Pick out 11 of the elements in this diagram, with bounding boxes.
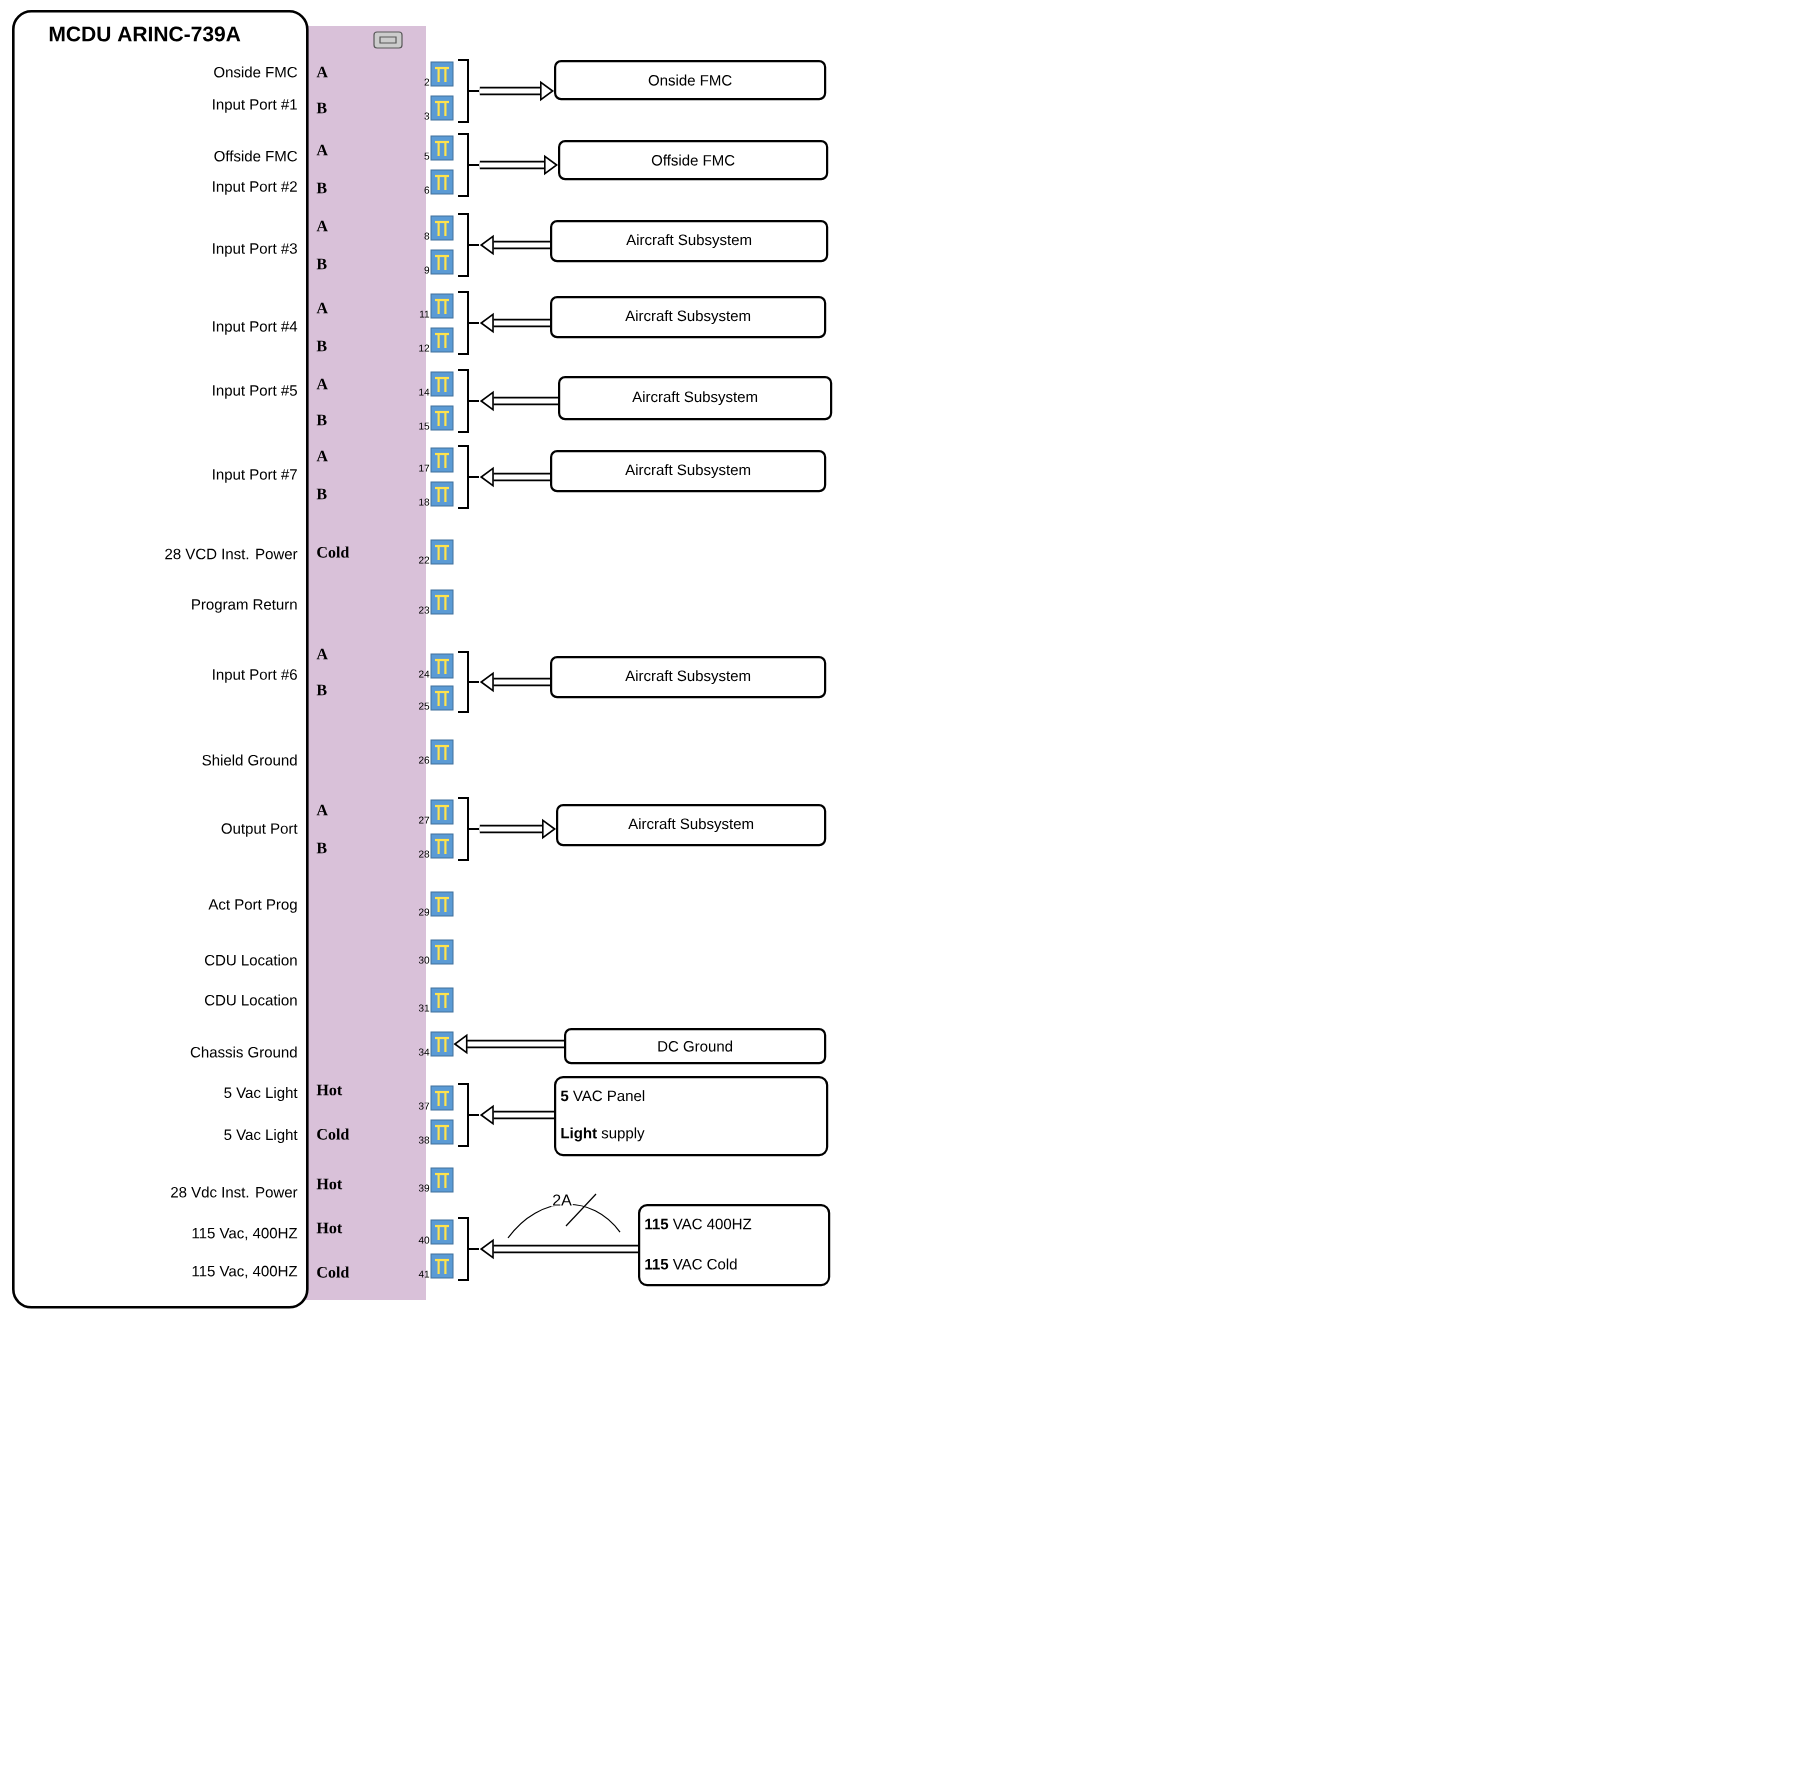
bracket bbox=[457, 133, 480, 197]
bracket bbox=[457, 369, 480, 433]
bracket bbox=[457, 445, 480, 509]
bracket bbox=[457, 1083, 480, 1147]
bracket bbox=[457, 651, 480, 713]
bracket bbox=[457, 59, 480, 123]
bracket bbox=[457, 797, 480, 861]
bracket bbox=[457, 213, 480, 277]
bracket bbox=[457, 291, 480, 355]
bracket bbox=[457, 1217, 480, 1281]
edge-label: 2A bbox=[551, 1193, 573, 1207]
